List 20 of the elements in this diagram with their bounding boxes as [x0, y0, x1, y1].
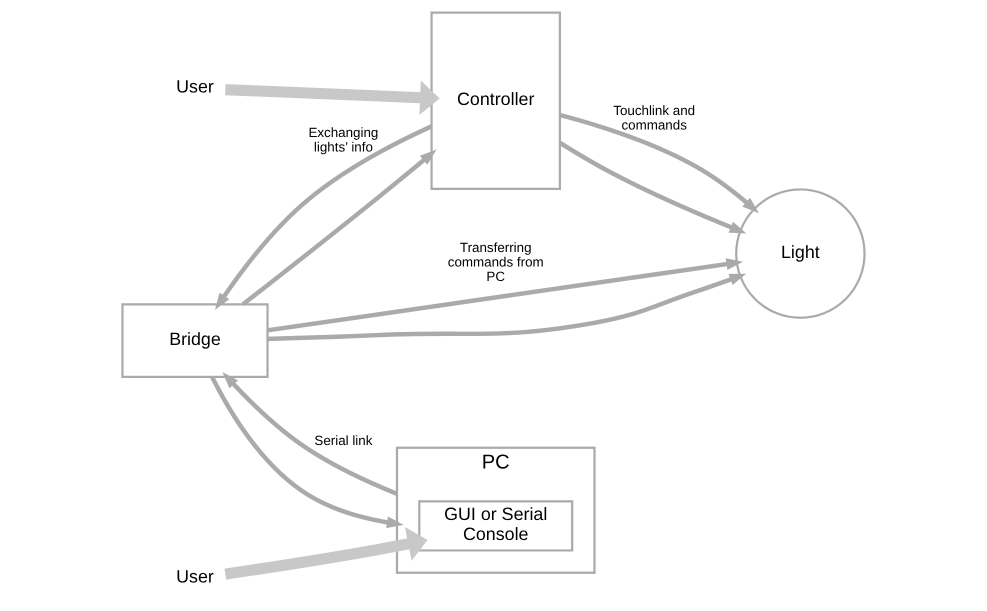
arrow — [214, 124, 432, 310]
node-text: User — [176, 76, 214, 97]
edge-label: Exchanging lights’ info — [308, 125, 378, 155]
arrow — [225, 80, 440, 115]
arrow — [242, 150, 437, 306]
arrow — [210, 376, 404, 528]
node-circle: Light — [735, 188, 866, 319]
arrow — [224, 527, 428, 580]
arrow — [222, 372, 398, 496]
edge-label: Serial link — [314, 433, 372, 448]
arrow — [267, 258, 744, 333]
arrow — [558, 140, 746, 234]
node-text: User — [176, 566, 214, 587]
node-box: Bridge — [121, 303, 269, 378]
arrow — [268, 274, 746, 342]
edge-label: Touchlink and commands — [613, 102, 696, 132]
edge-label: Transferring commands from PC — [448, 240, 544, 284]
node-box: Controller — [430, 11, 561, 190]
arrow — [559, 112, 759, 214]
node-box: GUI or Serial Console — [418, 500, 574, 552]
